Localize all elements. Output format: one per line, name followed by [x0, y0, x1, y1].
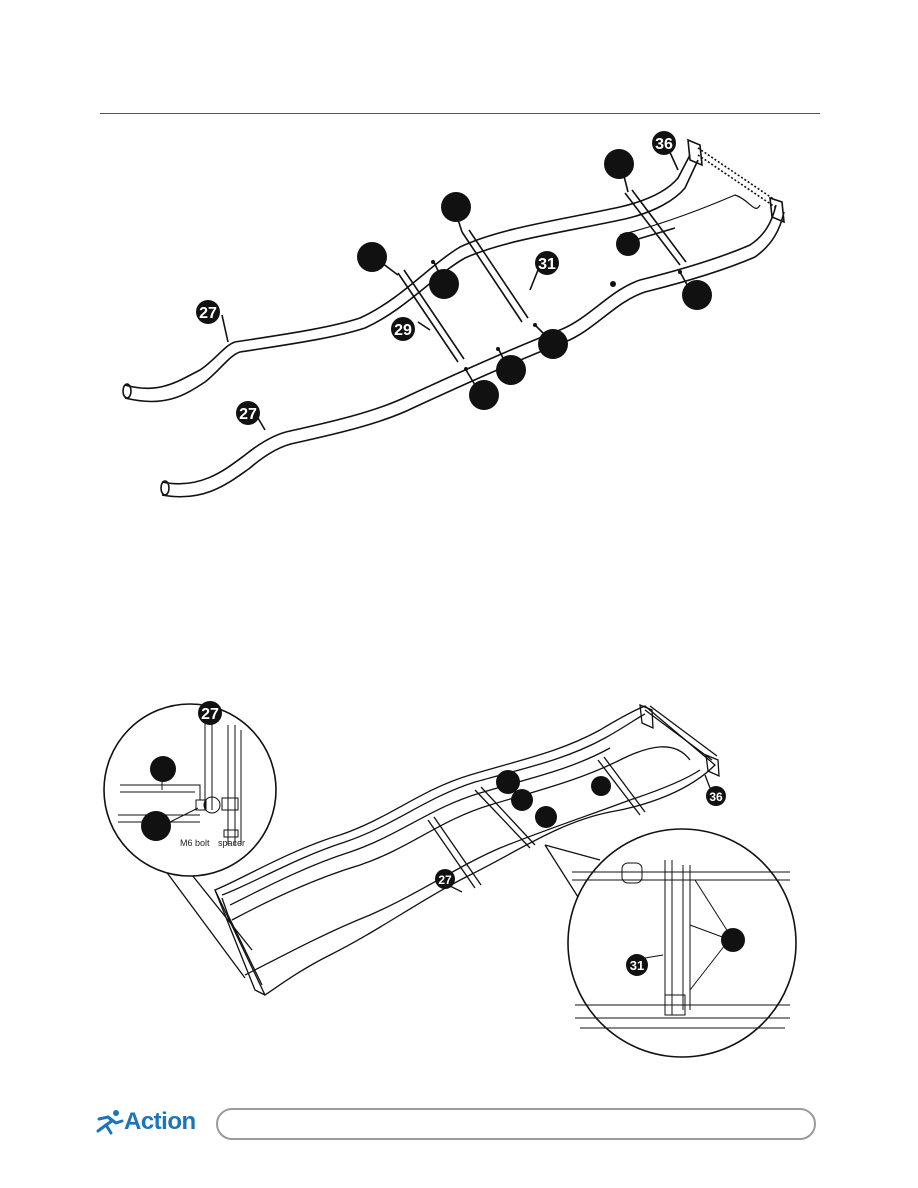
callout-27-upper: 27 [196, 300, 220, 324]
svg-text:31: 31 [538, 256, 556, 273]
callout-29: 29 [391, 317, 415, 341]
callout-27: 27 [198, 701, 222, 725]
svg-text:29: 29 [394, 322, 412, 339]
bolt-label: M6 bolt [180, 838, 210, 848]
callout-36: 36 [652, 131, 676, 155]
brand-name: Action [124, 1108, 196, 1136]
callout-31: 31 [626, 954, 648, 976]
callout-31: 31 [535, 251, 559, 275]
runner-icon [96, 1109, 124, 1135]
detail-right-circle: 31 [568, 829, 796, 1057]
callout-36: 36 [706, 786, 726, 806]
svg-text:36: 36 [655, 136, 673, 153]
detail-left-circle: 27 M6 bolt spacer [104, 701, 276, 876]
figure-slide-assembled: 27 36 27 M6 bolt spacer [0, 690, 918, 1070]
brand-logo: Action [96, 1108, 196, 1136]
svg-text:31: 31 [630, 958, 644, 973]
svg-text:27: 27 [201, 706, 219, 723]
svg-text:27: 27 [199, 305, 217, 322]
footer-bar [216, 1108, 816, 1140]
header-rule [100, 113, 820, 114]
spacer-label: spacer [218, 838, 245, 848]
callout-27-lower: 27 [236, 401, 260, 425]
svg-text:27: 27 [239, 406, 257, 423]
svg-text:27: 27 [438, 873, 452, 887]
figure-frame-exploded: 36 31 29 27 27 [0, 120, 918, 510]
svg-text:36: 36 [709, 790, 723, 804]
callout-27: 27 [435, 869, 455, 889]
